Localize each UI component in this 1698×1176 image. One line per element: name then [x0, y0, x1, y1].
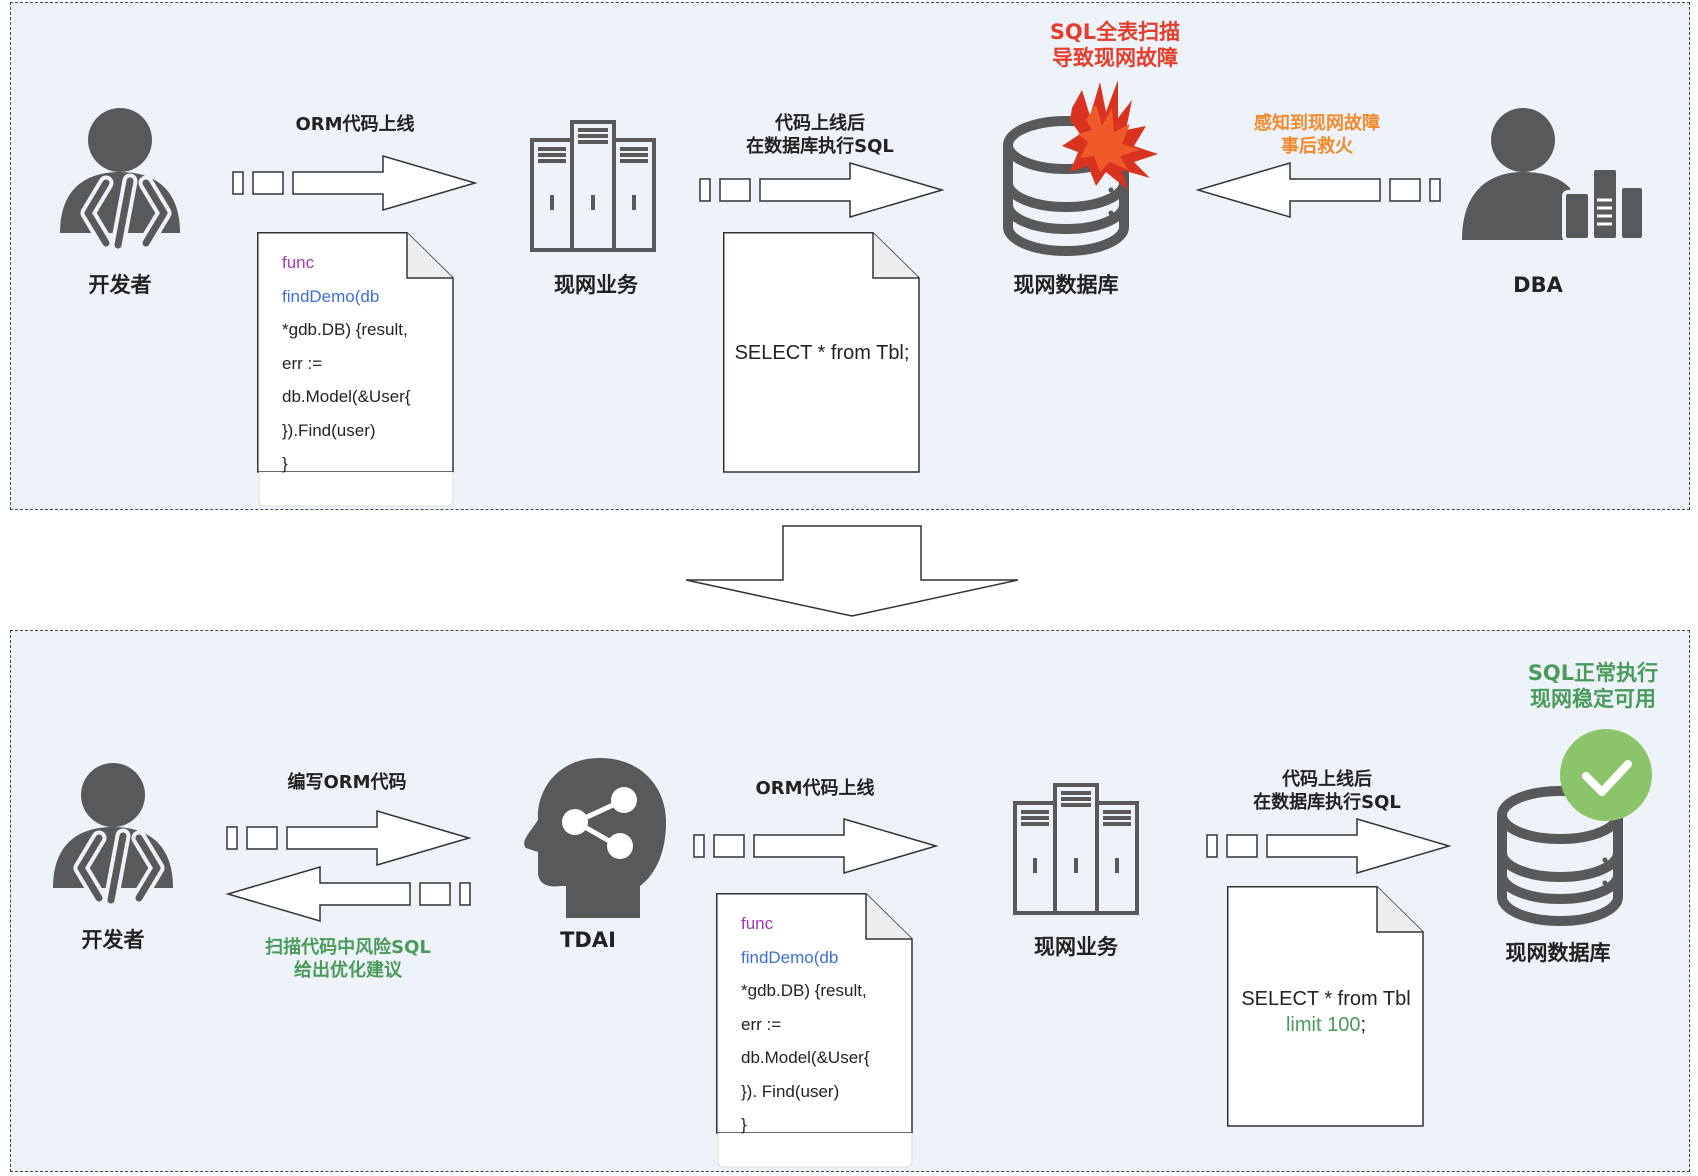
dba-note: 感知到现网故障 事后救火 — [1232, 112, 1402, 159]
code-line: db.Model(&User{ — [282, 387, 411, 406]
dba-note-line1: 感知到现网故障 — [1254, 113, 1380, 134]
sql-document: SELECT * from Tbl; — [723, 232, 921, 477]
write-label: 编写ORM代码 — [287, 772, 407, 793]
code-line: *gdb.DB) {result, — [741, 981, 867, 1000]
arrow-label-sql: 代码上线后 在数据库执行SQL — [730, 112, 910, 159]
right-arrow-sql — [699, 161, 945, 219]
right-arrow-orm-2 — [693, 817, 939, 875]
left-arrow-scan — [225, 865, 471, 923]
developer-label-2: 开发者 — [81, 928, 145, 952]
dba-icon — [1462, 108, 1646, 242]
ok-line1: SQL正常执行 — [1527, 661, 1659, 685]
tdai-label: TDAI — [560, 928, 616, 952]
sql-limit: limit 100 — [1285, 1014, 1361, 1036]
right-arrow-orm — [232, 154, 478, 212]
service-label: 现网业务 — [554, 273, 638, 297]
developer-icon-2 — [53, 763, 173, 900]
code-line: } — [741, 1115, 747, 1134]
alert-text: SQL全表扫描 导致现网故障 — [1030, 19, 1200, 71]
database-label: 现网数据库 — [1013, 273, 1119, 297]
ok-line2: 现网稳定可用 — [1530, 687, 1656, 711]
sql-end: ; — [1360, 1014, 1367, 1036]
code-line: err := — [741, 1014, 782, 1034]
sql-text-2: SELECT * from Tbl limit 100; — [1227, 986, 1425, 1038]
service-label-2: 现网业务 — [1034, 935, 1118, 959]
code-line: }). Find(user) — [741, 1081, 840, 1101]
arrow-label-orm: ORM代码上线 — [295, 114, 415, 135]
arrow-label-sql-2-line1: 代码上线后 — [1282, 769, 1372, 790]
dba-note-line2: 事后救火 — [1281, 136, 1353, 158]
code-document: func findDemo(db *gdb.DB) {result, err :… — [257, 232, 455, 507]
server-icon-2 — [1013, 783, 1139, 915]
alert-line2: 导致现网故障 — [1052, 46, 1178, 70]
explosion-inner-icon — [1078, 104, 1140, 172]
sql-text: SELECT * from Tbl; — [734, 342, 910, 364]
scan-line1: 扫描代码中风险SQL — [265, 937, 431, 958]
code-line: findDemo(db — [741, 947, 839, 967]
code-line: }).Find(user) — [282, 420, 376, 440]
server-icon — [530, 120, 656, 252]
arrow-label-sql-line2: 在数据库执行SQL — [746, 136, 894, 158]
arrow-label-sql-line1: 代码上线后 — [775, 113, 865, 134]
sql-document-2: SELECT * from Tbl limit 100; — [1227, 886, 1425, 1131]
code-line: err := — [282, 353, 323, 373]
left-arrow-dba — [1195, 161, 1441, 219]
scan-line2: 给出优化建议 — [294, 960, 402, 982]
code-line: func — [741, 914, 774, 933]
check-badge-icon — [1560, 729, 1652, 821]
database-label-2: 现网数据库 — [1505, 941, 1611, 965]
alert-line1: SQL全表扫描 — [1049, 20, 1181, 44]
code-text-2: func findDemo(db *gdb.DB) {result, err :… — [741, 907, 891, 1142]
arrow-label-orm-2: ORM代码上线 — [755, 778, 875, 799]
sql-line1: SELECT * from Tbl — [1241, 988, 1411, 1010]
right-arrow-sql-2 — [1206, 817, 1452, 875]
code-text: func findDemo(db *gdb.DB) {result, err :… — [282, 246, 432, 481]
dba-label: DBA — [1513, 273, 1563, 297]
code-document-2: func findDemo(db *gdb.DB) {result, err :… — [716, 893, 914, 1168]
right-arrow-write — [226, 809, 472, 867]
ok-text: SQL正常执行 现网稳定可用 — [1508, 660, 1678, 712]
code-line: db.Model(&User{ — [741, 1048, 870, 1067]
code-line: findDemo(db — [282, 286, 380, 306]
arrow-label-sql-2-line2: 在数据库执行SQL — [1253, 792, 1401, 814]
code-line: } — [282, 454, 288, 473]
code-line: func — [282, 253, 315, 272]
tdai-icon — [524, 758, 666, 918]
developer-label: 开发者 — [88, 273, 152, 297]
developer-icon — [60, 108, 180, 245]
arrow-label-sql-2: 代码上线后 在数据库执行SQL — [1237, 768, 1417, 815]
code-line: *gdb.DB) {result, — [282, 320, 408, 339]
scan-label: 扫描代码中风险SQL 给出优化建议 — [248, 936, 448, 983]
transition-down-arrow — [685, 525, 1019, 617]
